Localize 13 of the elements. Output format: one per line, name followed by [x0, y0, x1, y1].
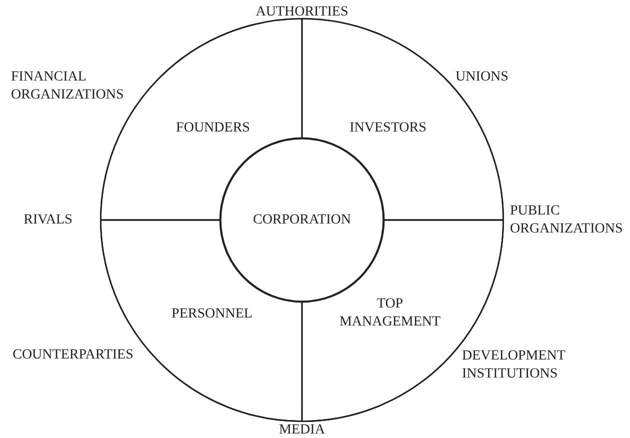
- stakeholder-label: FINANCIAL ORGANIZATIONS: [11, 68, 125, 104]
- sector-label: INVESTORS: [348, 119, 428, 137]
- sector-label: TOP MANAGEMENT: [338, 296, 442, 330]
- stakeholder-label: DEVELOPMENT INSTITUTIONS: [462, 348, 566, 382]
- sector-label: PERSONNEL: [170, 305, 254, 323]
- center-label: CORPORATION: [252, 211, 352, 229]
- stakeholder-label: AUTHORITIES: [256, 3, 348, 21]
- stakeholder-label: COUNTERPARTIES: [12, 346, 134, 364]
- stakeholder-label: PUBLIC ORGANIZATIONS: [510, 202, 624, 238]
- stakeholder-label: MEDIA: [279, 421, 325, 438]
- sector-label: FOUNDERS: [175, 119, 251, 137]
- stakeholder-label: RIVALS: [24, 211, 72, 229]
- stakeholder-label: UNIONS: [456, 68, 508, 86]
